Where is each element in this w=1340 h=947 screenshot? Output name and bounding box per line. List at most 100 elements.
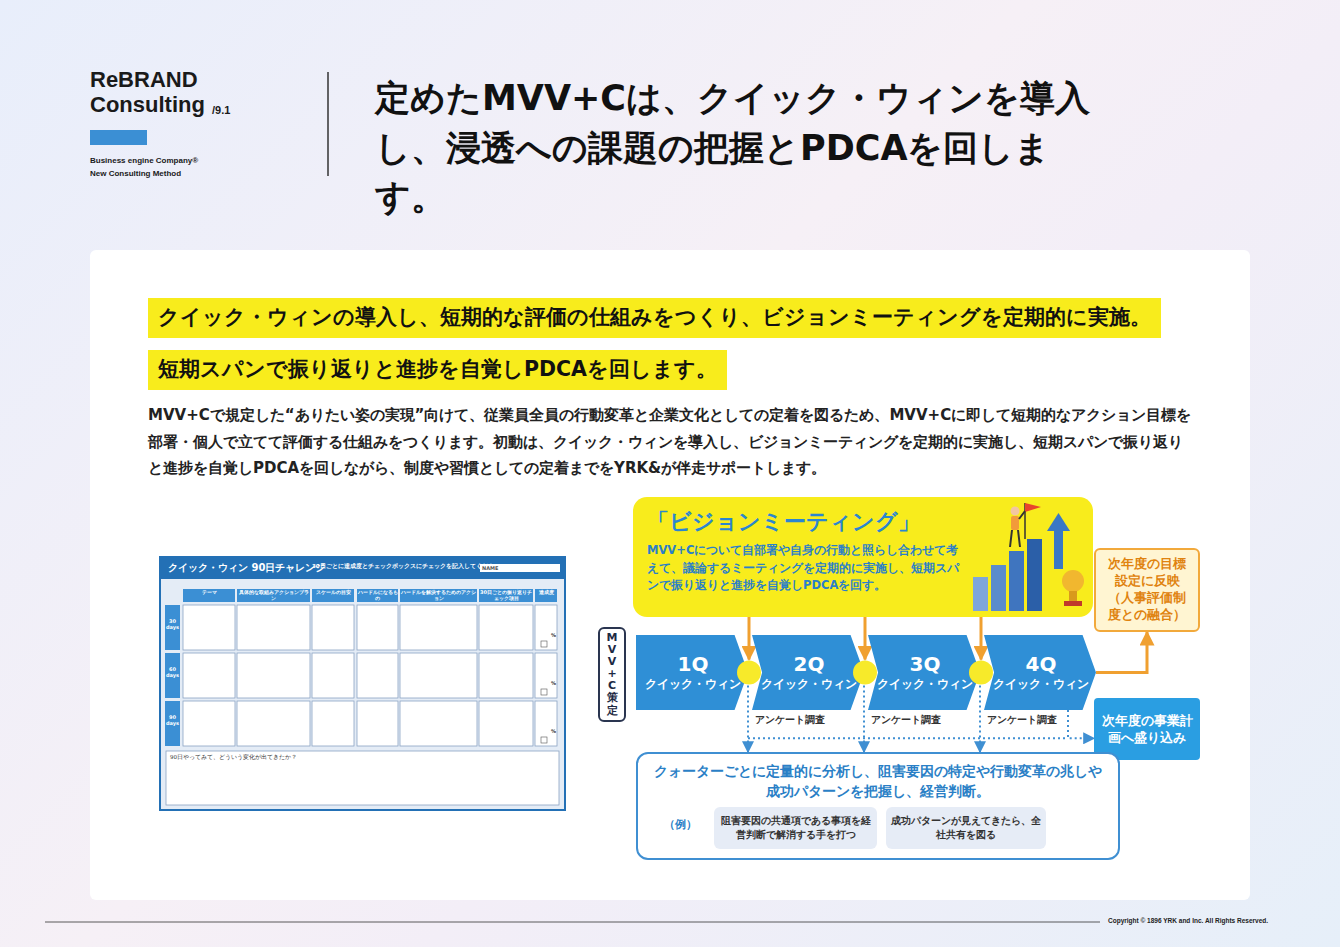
column-header-cell (535, 589, 557, 602)
flag (1025, 503, 1041, 512)
box-body: MVV+Cについて自部署や自身の行動と照らし合わせて考えて、議論するミーティング… (647, 542, 965, 595)
bar (1027, 539, 1042, 611)
content-panel (90, 250, 1250, 900)
quarter-number: 1Q (678, 652, 709, 676)
analysis-box: クォーターごとに定量的に分析し、阻害要因の特定や行動変革の兆しや成功パターンを把… (636, 752, 1120, 860)
box-text: 次年度の目標設定に反映（人事評価制度との融合） (1102, 556, 1192, 624)
growth-illustration (967, 497, 1092, 617)
column-header: スケールの目安 (312, 589, 354, 595)
arrow-head (1047, 513, 1070, 531)
quarter-number: 2Q (794, 652, 825, 676)
vision-meeting-box: 「ビジョンミーティング」 MVV+Cについて自部署や自身の行動と照らし合わせて考え… (633, 497, 1093, 617)
flow-arrow (864, 617, 867, 660)
sheet-cell (479, 653, 533, 698)
row-label: 90 days (165, 714, 180, 727)
sheet-cell (357, 605, 398, 650)
sheet-cell (237, 701, 310, 746)
column-header-cell (183, 589, 235, 602)
trophy-cup (1062, 570, 1084, 592)
box-heading: 「ビジョンミーティング」 (647, 507, 1079, 538)
footer-rule (45, 922, 1100, 923)
chevron-fill (984, 635, 1096, 710)
vertical-label: MVV+C策定 (607, 632, 618, 717)
column-header: テーマ (183, 589, 235, 595)
row-label-cell (165, 605, 180, 650)
sheet-cell (535, 701, 557, 746)
tagline: Business engine Company® (90, 156, 198, 166)
next-goal-box: 次年度の目標設定に反映（人事評価制度との融合） (1094, 548, 1200, 632)
sheet-grid (160, 557, 565, 810)
comment-box (166, 751, 559, 805)
sheet-cell (312, 653, 354, 698)
example-mark: （例） (664, 818, 697, 832)
box-text: 次年度の事業計画へ盛り込み (1100, 712, 1194, 747)
percent-sign: % (551, 728, 556, 734)
sheet-note: 30日ごとに達成度とチェックボックスにチェックを記入してください。 (312, 563, 506, 570)
sheet-cell (479, 605, 533, 650)
highlight-band: クイック・ウィンの導入し、短期的な評価の仕組みをつくり、ビジョンミーティングを定… (148, 298, 1161, 338)
quarter-label: クイック・ウィン (993, 676, 1089, 693)
sheet-cell (535, 653, 557, 698)
row-label: 60 days (165, 666, 180, 679)
body-paragraph: MVV+Cで規定した“ありたい姿の実現”向けて、従業員全員の行動変革と企業文化と… (148, 402, 1196, 482)
sheet-cell (400, 653, 477, 698)
junction-dot (737, 661, 761, 685)
edge-label: アンケート調査 (753, 713, 827, 726)
sheet-cell (479, 701, 533, 746)
trophy-stem (1069, 591, 1077, 601)
highlight-band: 短期スパンで振り返りと進捗を自覚しPDCAを回します。 (148, 350, 727, 390)
sheet-header (160, 557, 565, 579)
quarter-label: クイック・ウィン (877, 676, 973, 693)
edge-label: アンケート調査 (869, 713, 943, 726)
chevron-fill (636, 635, 748, 710)
sheet-cell (400, 701, 477, 746)
checkbox (541, 641, 547, 647)
example-box: 阻害要因の共通項である事項を経営判断で解消する手を打つ (714, 807, 877, 849)
column-header: ハードルになるもの (357, 589, 398, 602)
row-label: 30 days (165, 618, 180, 631)
sheet-cell (357, 701, 398, 746)
sheet-cell (535, 605, 557, 650)
quarter-chevron: 3Qクイック・ウィン (868, 635, 980, 710)
survey-connector (979, 686, 981, 753)
percent-sign: % (551, 632, 556, 638)
quarter-label: クイック・ウィン (761, 676, 857, 693)
page-number: /9.1 (212, 104, 230, 118)
trophy-base (1064, 601, 1082, 606)
survey-connector (747, 686, 749, 753)
survey-connector (863, 686, 865, 753)
sheet-cell (237, 605, 310, 650)
sheet-cell (312, 605, 354, 650)
comment-prompt: 90日やってみて、どういう変化が出てきたか？ (170, 754, 297, 761)
example-box: 成功パターンが見えてきたら、全社共有を図る (886, 807, 1046, 849)
brand-name: ReBRAND Consulting (90, 68, 220, 117)
person-body (1011, 516, 1019, 530)
row-label-cell (165, 653, 180, 698)
column-header: 達成度 (535, 589, 557, 595)
person-limbs (1010, 511, 1025, 547)
column-header-cell (312, 589, 354, 602)
quarter-label: クイック・ウィン (645, 676, 741, 693)
bar (991, 565, 1006, 611)
bar (973, 577, 988, 611)
page-title: 定めたMVV+Cは、クイック・ウィンを導入し、浸透への課題の把握とPDCAを回し… (375, 74, 1115, 223)
bar (1009, 551, 1024, 611)
sheet-cell (312, 701, 354, 746)
chevron-fill (868, 635, 980, 710)
quarter-number: 3Q (910, 652, 941, 676)
quarter-number: 4Q (1026, 652, 1057, 676)
flow-arrow (1096, 632, 1147, 673)
quarter-chevron: 1Qクイック・ウィン (636, 635, 748, 710)
sheet-frame (160, 557, 565, 810)
heading-text: クイック・ウィンの導入し、短期的な評価の仕組みをつくり、ビジョンミーティングを定… (158, 303, 1151, 333)
column-header: 30日ごとの振り返りチェック項目 (479, 589, 533, 602)
quarter-chevron: 4Qクイック・ウィン (984, 635, 1096, 710)
sheet-cell (357, 653, 398, 698)
arrow-shaft (1054, 529, 1063, 569)
person-head (1011, 507, 1020, 516)
column-header: 具体的な取組みアクションプラン (237, 589, 310, 602)
column-header-cell (357, 589, 398, 602)
column-header-cell (237, 589, 310, 602)
divider (327, 72, 329, 176)
